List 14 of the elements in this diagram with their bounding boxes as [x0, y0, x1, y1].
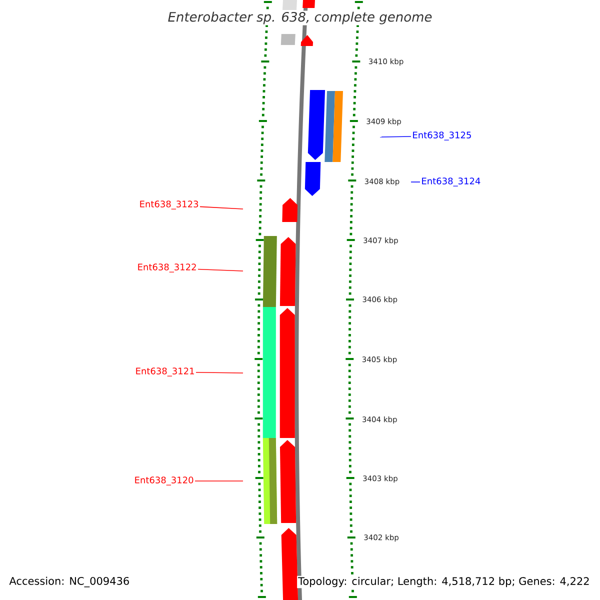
gene-label: Ent638_3125 [413, 132, 471, 140]
leader-line [194, 480, 244, 482]
gene-label: Ent638_3120 [135, 476, 194, 486]
leader-line [196, 372, 244, 374]
footer-text: Accession: NC_009436 [9, 576, 129, 588]
leader-line [198, 268, 244, 272]
leader-line [380, 136, 412, 138]
footer-text: Topology: circular; Length: 4,518,712 bp; Genes: 4,222 [297, 576, 591, 588]
gene-label: Ent638_3124 [422, 178, 480, 186]
leader-line [200, 206, 244, 210]
gene-label: Ent638_3121 [136, 368, 194, 376]
gene-label: Ent638_3122 [138, 264, 196, 272]
title: Enterobacter sp. 638, complete genome [166, 10, 434, 26]
gene-label: Ent638_3123 [140, 200, 198, 210]
